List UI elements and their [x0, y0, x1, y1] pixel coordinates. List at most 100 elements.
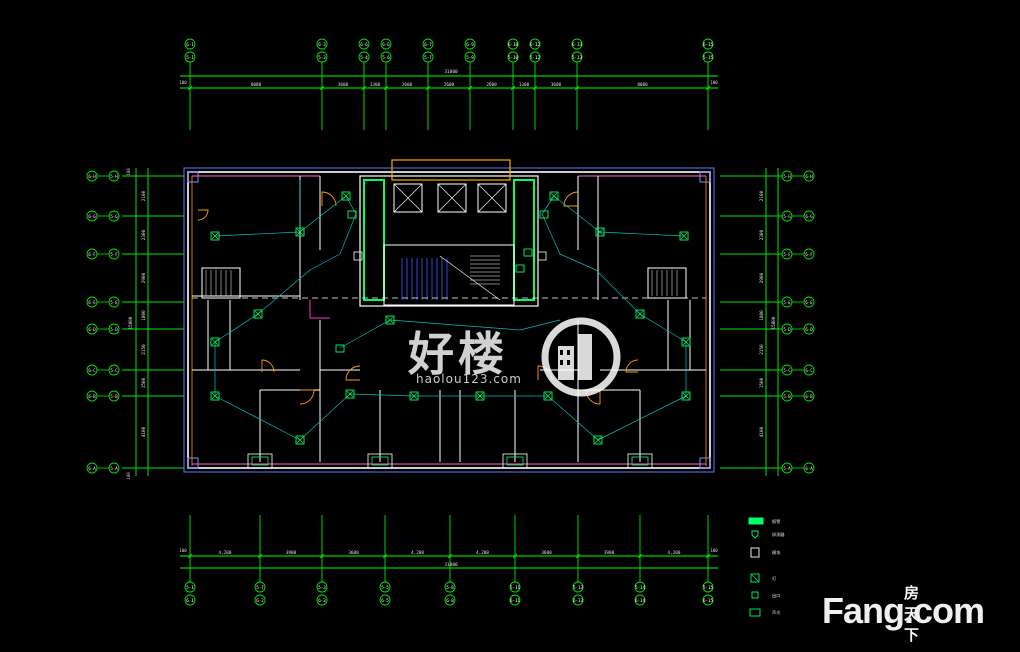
dimension-segment: 4100 — [141, 426, 147, 437]
module-box — [515, 264, 525, 273]
dimension-segment: 3600 — [348, 550, 359, 556]
detector-x — [596, 228, 604, 236]
dim-tick — [187, 85, 193, 91]
detector-x — [211, 232, 219, 240]
axis-bubble — [379, 594, 391, 606]
legend-label: 模块 — [772, 549, 781, 556]
axis-label: 5-4 — [360, 55, 368, 60]
dimension-segment: 2300 — [759, 229, 765, 240]
dim-tick — [257, 553, 263, 559]
detector-box — [253, 309, 263, 319]
detector-box — [593, 435, 603, 445]
dimension-segment: 3900 — [286, 550, 297, 556]
dimension-end: 100 — [710, 548, 718, 553]
axis-label: 6-A — [805, 466, 813, 471]
axis-label: 5-8 — [446, 585, 454, 590]
axis-label: 5-5 — [381, 585, 389, 590]
axis-label: 5-G — [783, 214, 791, 219]
door-swing — [261, 359, 275, 373]
axis-label: 5-10 — [508, 55, 519, 60]
axis-label: 6-5 — [381, 598, 389, 603]
door-swing — [321, 191, 337, 207]
wiring — [349, 393, 415, 397]
core-wall — [359, 175, 539, 307]
hydrant-box — [537, 251, 547, 261]
axis-bubble — [316, 594, 328, 606]
door-swing — [197, 209, 209, 221]
alarm-inner — [251, 456, 269, 466]
watermark-url: haolou123.com — [416, 372, 522, 386]
dimension-segment: 1300 — [519, 82, 530, 88]
outer-frame — [183, 167, 715, 473]
axis-label: 5-H — [110, 174, 118, 179]
axis-label: 5-6 — [382, 55, 390, 60]
axis-bubble — [184, 594, 196, 606]
axis-label: 5-E — [110, 300, 118, 305]
axis-label: 5-1 — [186, 55, 194, 60]
detector-x — [410, 392, 418, 400]
detector-box — [681, 391, 691, 401]
wiring — [339, 213, 357, 255]
axis-label: 5-C — [783, 368, 791, 373]
dimension-segment: 3900 — [604, 550, 615, 556]
wiring — [519, 319, 561, 331]
legend-label: 报警 — [772, 518, 781, 525]
detector-box — [345, 389, 355, 399]
legend-symbol — [749, 608, 761, 617]
stair-wall — [383, 244, 515, 306]
dim-tick — [637, 553, 643, 559]
dimension-segment: 1800 — [141, 310, 147, 321]
wiring — [339, 319, 391, 349]
axis-label: 5-F — [783, 252, 791, 257]
detector-x — [682, 338, 690, 346]
dim-tick — [361, 85, 367, 91]
legend-symbol — [750, 573, 760, 583]
dimension-end: 100 — [179, 80, 187, 85]
axis-bubble — [507, 38, 519, 50]
axis-label: 6-6 — [382, 42, 390, 47]
dimension-segment: 2600 — [402, 82, 413, 88]
column — [699, 171, 711, 183]
detector-box — [210, 391, 220, 401]
axis-label: 5-15 — [703, 55, 714, 60]
dim-tick — [319, 85, 325, 91]
column — [187, 171, 199, 183]
detector-x — [296, 436, 304, 444]
dimension-segment: 2300 — [141, 229, 147, 240]
axis-bubble — [702, 594, 714, 606]
axis-bubble — [444, 594, 456, 606]
detector-x — [682, 392, 690, 400]
alarm-unit — [367, 453, 393, 469]
dimension-end: 100 — [126, 168, 131, 176]
axis-label: 5-D — [783, 327, 791, 332]
axis-label: 5-7 — [424, 55, 432, 60]
dimension-segment: 4,200 — [411, 550, 424, 556]
axis-label: 6-H — [805, 174, 813, 179]
axis-label: 6-E — [88, 300, 96, 305]
detector-x — [550, 192, 558, 200]
column — [699, 457, 711, 469]
dim-tick — [575, 553, 581, 559]
legend-symbol — [751, 530, 759, 539]
axis-label: 6-G — [88, 214, 96, 219]
stair-arrow — [439, 255, 501, 301]
axis-label: 6-D — [805, 327, 813, 332]
axis-label: 5-A — [110, 466, 118, 471]
axis-bubble — [529, 38, 541, 50]
axis-label: 6-7 — [424, 42, 432, 47]
axis-label: 5-D — [110, 327, 118, 332]
outer-wall — [187, 171, 711, 469]
wiring — [309, 253, 341, 271]
dimension-total: 31800 — [444, 69, 458, 75]
detector-box — [475, 391, 485, 401]
core-shaft — [513, 179, 535, 301]
dim-tick — [425, 85, 431, 91]
legend-symbol — [748, 517, 764, 525]
wiring — [559, 253, 597, 271]
axis-label: 5-3 — [318, 585, 326, 590]
module-box — [539, 210, 549, 219]
dim-tick — [574, 85, 580, 91]
dimension-segment: 8080 — [637, 82, 648, 88]
dimension-segment: 3600 — [541, 550, 552, 556]
wiring — [214, 231, 301, 237]
